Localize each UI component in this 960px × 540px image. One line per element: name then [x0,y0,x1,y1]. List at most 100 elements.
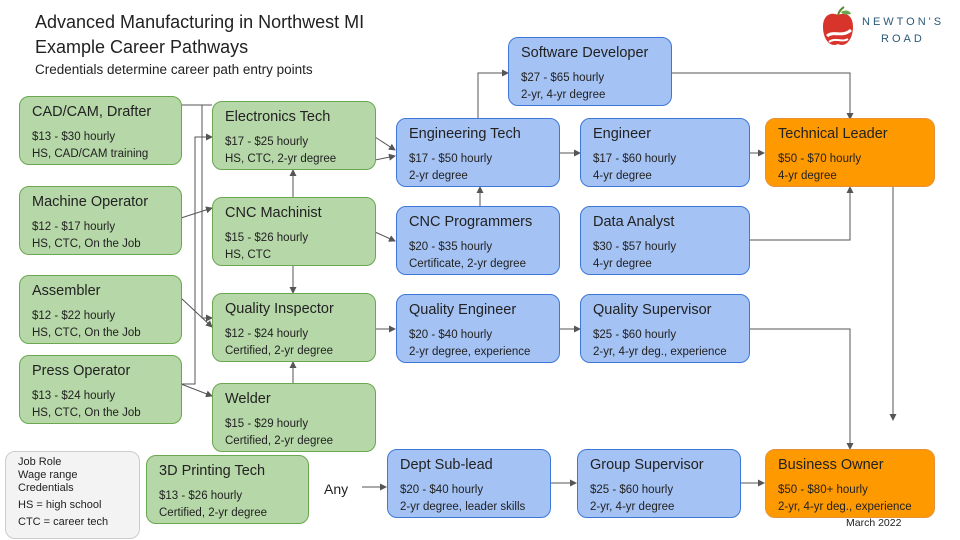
node-credentials: 2-yr, 4-yr degree [521,89,606,101]
node-title: 3D Printing Tech [159,463,266,479]
node-quality-inspector: Quality Inspector $12 - $24 hourly Certi… [212,293,376,362]
node-wage: $13 - $30 hourly [32,131,116,143]
page-subtitle: Credentials determine career path entry … [35,62,313,77]
node-wage: $17 - $25 hourly [225,136,309,148]
node-credentials: HS, CTC, On the Job [32,238,141,250]
node-title: Electronics Tech [225,109,331,125]
node-wage: $20 - $35 hourly [409,241,493,253]
node-business-owner: Business Owner $50 - $80+ hourly 2-yr, 4… [765,449,935,518]
node-credentials: HS, CAD/CAM training [32,148,149,160]
node-credentials: 4-yr degree [593,258,652,270]
node-quality-supervisor: Quality Supervisor $25 - $60 hourly 2-yr… [580,294,750,363]
node-machine-operator: Machine Operator $12 - $17 hourly HS, CT… [19,186,182,255]
connector-cnc-cncprog [374,231,396,242]
node-wage: $50 - $80+ hourly [778,484,868,496]
node-credentials: Certified, 2-yr degree [225,435,334,447]
apple-icon [823,6,853,45]
connector-software-techleader [671,72,854,120]
page-title: Advanced Manufacturing in Northwest MI [35,12,365,32]
node-title: Software Developer [521,45,649,61]
node-engineering-tech: Engineering Tech $17 - $50 hourly 2-yr d… [396,118,560,187]
node-wage: $12 - $24 hourly [225,328,309,340]
node-cadcam-drafter: CAD/CAM, Drafter $13 - $30 hourly HS, CA… [19,96,182,165]
node-wage: $15 - $26 hourly [225,232,309,244]
node-title: CAD/CAM, Drafter [32,104,152,120]
node-wage: $17 - $50 hourly [409,153,493,165]
node-wage: $50 - $70 hourly [778,153,862,165]
node-wage: $30 - $57 hourly [593,241,677,253]
node-credentials: 2-yr, 4-yr deg., experience [778,501,912,513]
connector-engtech-software [477,69,509,119]
node-credentials: 2-yr degree [409,170,468,182]
node-title: Quality Supervisor [593,302,712,318]
node-title: Data Analyst [593,214,675,230]
node-wage: $13 - $24 hourly [32,390,116,402]
node-wage: $25 - $60 hourly [593,329,677,341]
legend-line: Wage range [18,469,78,481]
node-title: CNC Machinist [225,205,322,221]
node-dept-sublead: Dept Sub-lead $20 - $40 hourly 2-yr degr… [387,449,551,518]
connector-pressop-welder [180,383,213,398]
node-title: CNC Programmers [409,214,533,230]
legend-line: Credentials [18,482,74,494]
node-3d-printing-tech: 3D Printing Tech $13 - $26 hourly Certif… [146,455,309,524]
node-credentials: Certified, 2-yr degree [225,345,334,357]
node-wage: $20 - $40 hourly [400,484,484,496]
newtons-road-logo: NEWTON'S ROAD [818,6,948,52]
node-title: Engineer [593,126,652,142]
node-credentials: 2-yr degree, experience [409,346,531,358]
node-group-supervisor: Group Supervisor $25 - $60 hourly 2-yr, … [577,449,741,518]
page-title-line2: Example Career Pathways [35,37,249,57]
node-title: Group Supervisor [590,457,704,473]
node-credentials: Certified, 2-yr degree [159,507,268,519]
connector-electronics-engtech-2 [374,153,396,161]
connector-machineop-cnc [180,206,213,219]
connector-assembler-qualityinsp [180,297,213,328]
connector-pressop-electronics [181,133,213,385]
node-title: Quality Engineer [409,302,517,318]
node-quality-engineer: Quality Engineer $20 - $40 hourly 2-yr d… [396,294,560,363]
node-wage: $27 - $65 hourly [521,72,605,84]
node-credentials: HS, CTC, On the Job [32,327,141,339]
connector-electronics-engtech-1 [374,136,396,151]
connector-qualitysup-bizowner [750,328,854,450]
node-wage: $20 - $40 hourly [409,329,493,341]
any-label: Any [324,481,349,497]
node-technical-leader: Technical Leader $50 - $70 hourly 4-yr d… [765,118,935,187]
legend-line: CTC = career tech [18,516,109,528]
node-title: Business Owner [778,457,884,473]
node-credentials: 4-yr degree [593,170,652,182]
date-label: March 2022 [846,517,902,529]
node-title: Welder [225,391,271,407]
node-press-operator: Press Operator $13 - $24 hourly HS, CTC,… [19,355,182,424]
node-credentials: 2-yr, 4-yr degree [590,501,675,513]
node-cnc-machinist: CNC Machinist $15 - $26 hourly HS, CTC [212,197,376,266]
node-title: Assembler [32,283,101,299]
node-wage: $25 - $60 hourly [590,484,674,496]
node-title: Machine Operator [32,194,149,210]
logo-text-line2: ROAD [881,33,925,45]
logo-text-line1: NEWTON'S [862,16,945,28]
node-software-developer: Software Developer $27 - $65 hourly 2-yr… [508,37,672,106]
node-wage: $17 - $60 hourly [593,153,677,165]
node-title: Dept Sub-lead [400,457,493,473]
node-credentials: HS, CTC, 2-yr degree [225,153,337,165]
node-engineer: Engineer $17 - $60 hourly 4-yr degree [580,118,750,187]
legend-box: Job Role Wage range Credentials HS = hig… [5,451,140,539]
node-wage: $15 - $29 hourly [225,418,309,430]
node-wage: $13 - $26 hourly [159,490,243,502]
node-title: Press Operator [32,363,131,379]
node-credentials: HS, CTC, On the Job [32,407,141,419]
node-title: Technical Leader [778,126,888,142]
legend-line: HS = high school [18,499,102,511]
connector-dataanalyst-techleader [750,186,854,241]
node-assembler: Assembler $12 - $22 hourly HS, CTC, On t… [19,275,182,344]
node-electronics-tech: Electronics Tech $17 - $25 hourly HS, CT… [212,101,376,170]
legend-line: Job Role [18,456,62,468]
node-wage: $12 - $17 hourly [32,221,116,233]
node-title: Quality Inspector [225,301,334,317]
node-title: Engineering Tech [409,126,521,142]
node-wage: $12 - $22 hourly [32,310,116,322]
node-data-analyst: Data Analyst $30 - $57 hourly 4-yr degre… [580,206,750,275]
